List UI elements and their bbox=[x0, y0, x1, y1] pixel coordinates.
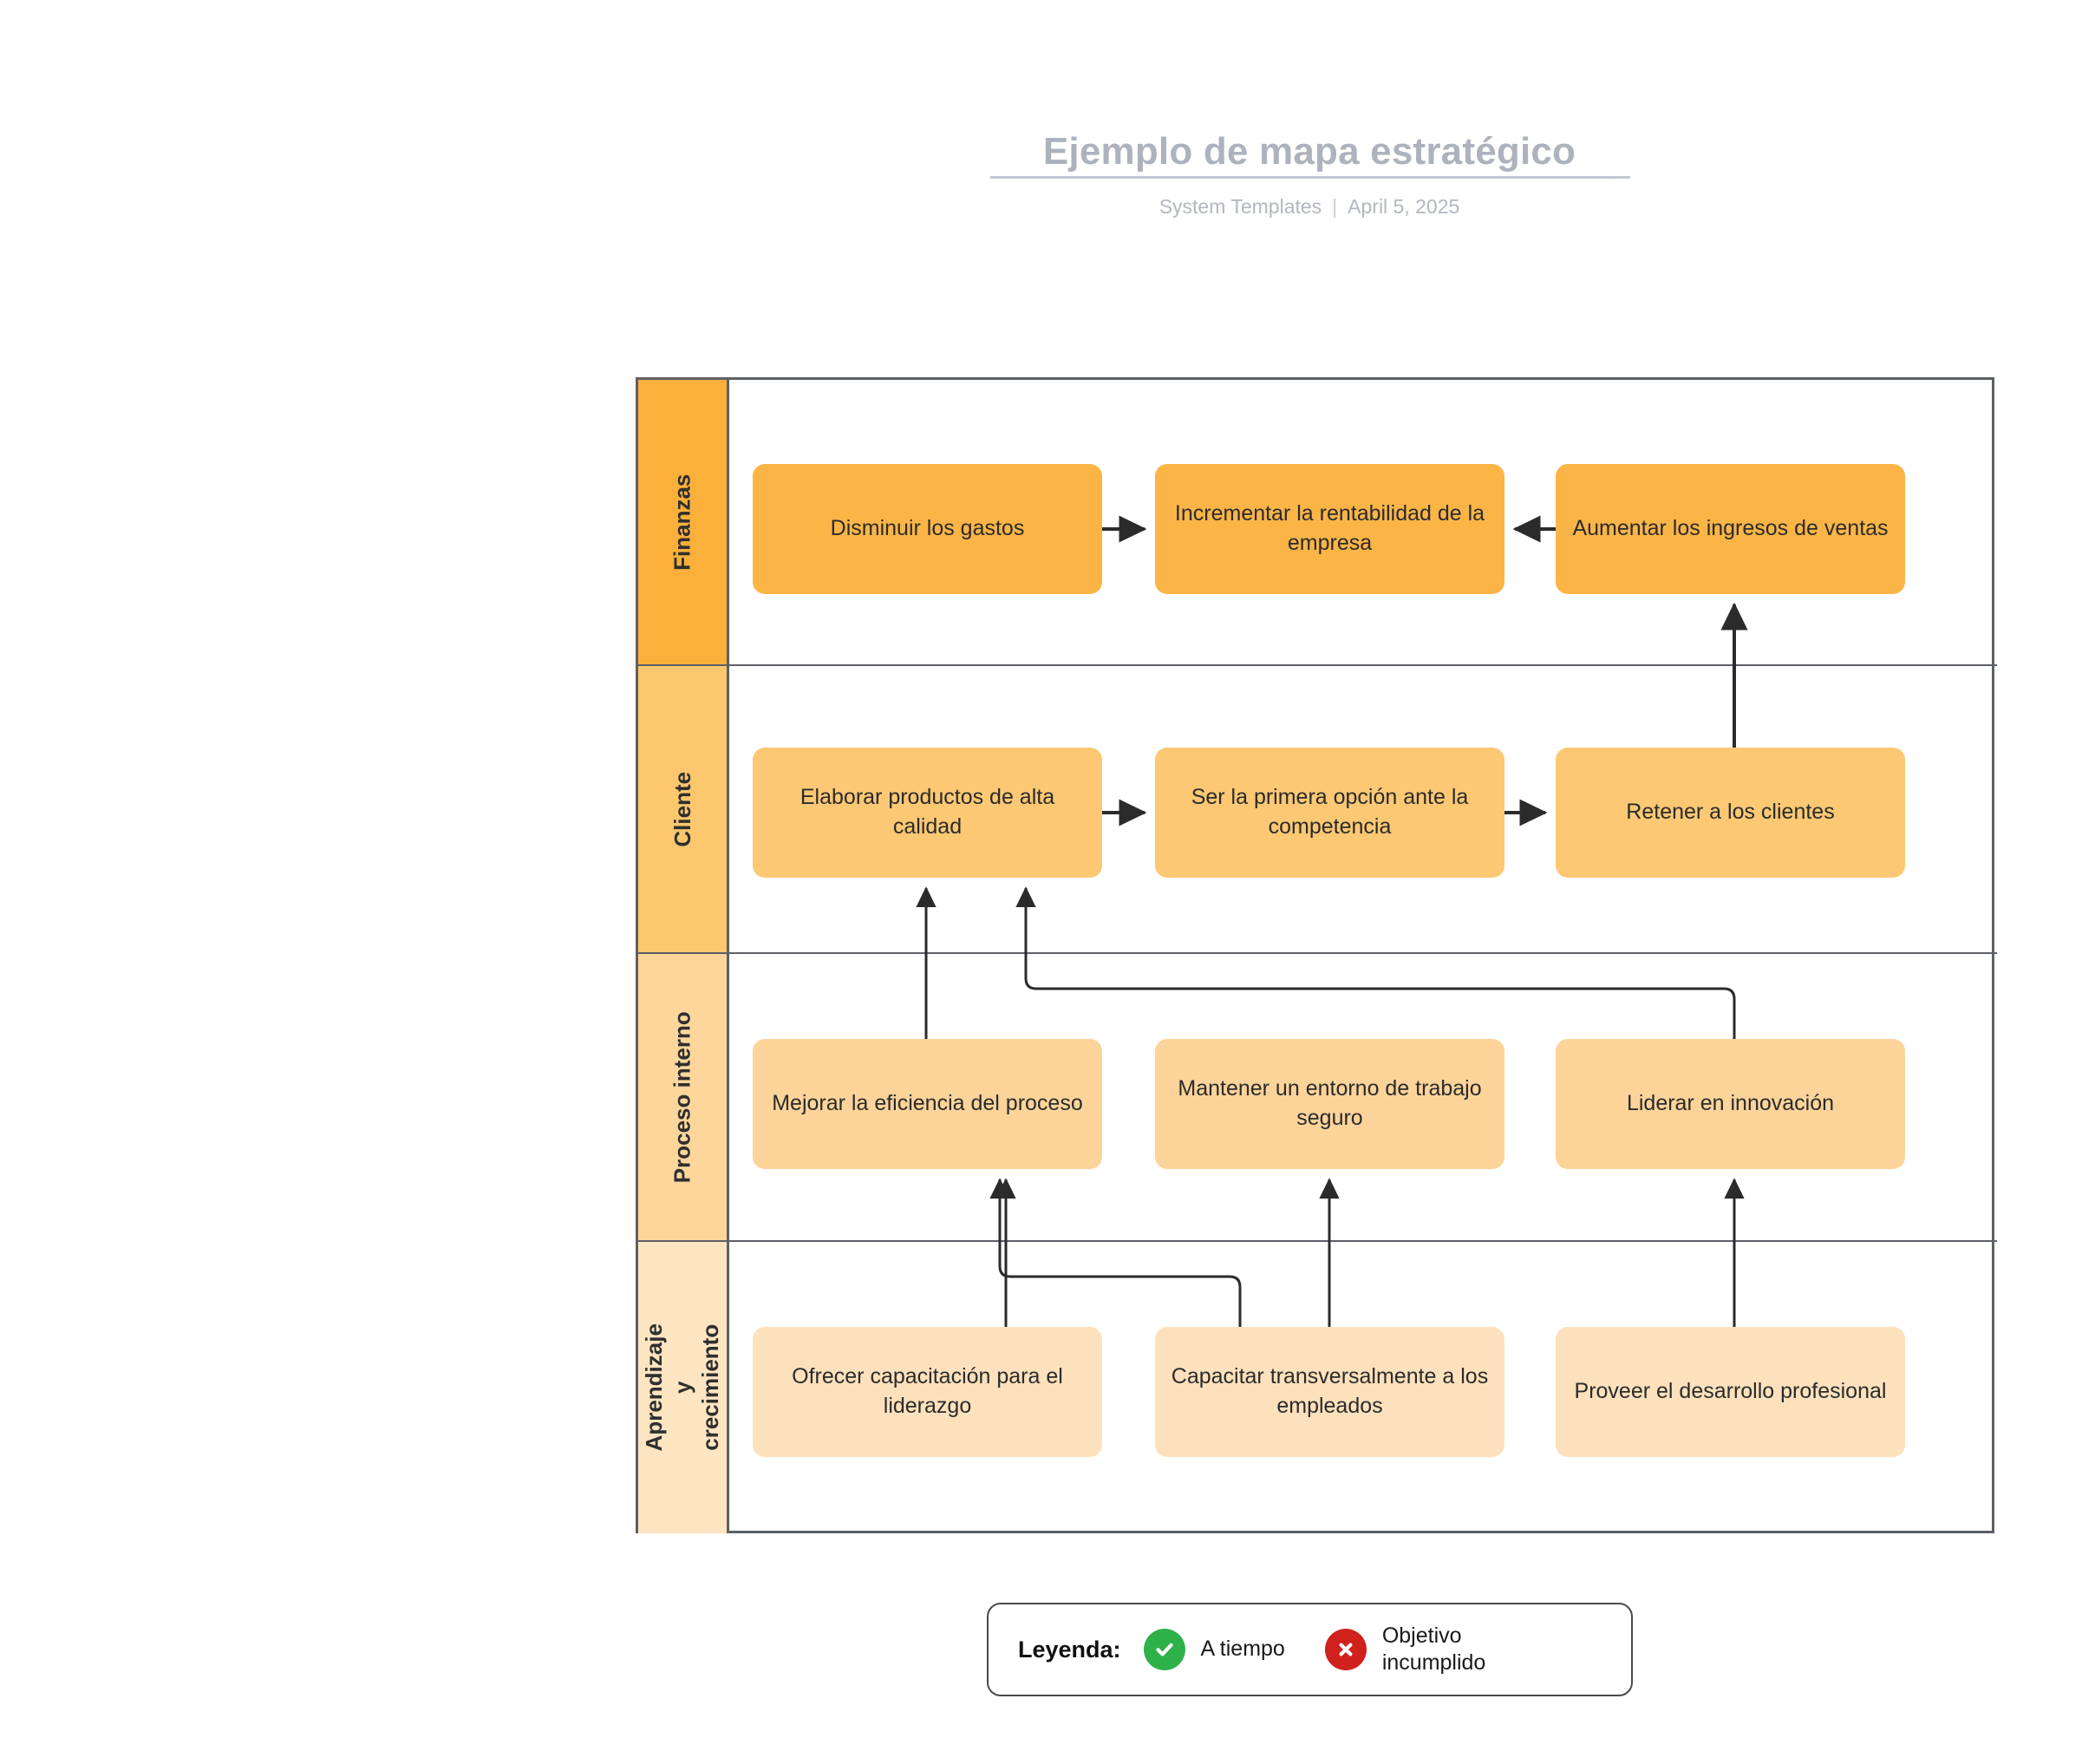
objective-box[interactable]: Mantener un entorno de trabajo seguro bbox=[1155, 1039, 1504, 1169]
subtitle-separator: | bbox=[1332, 195, 1338, 218]
objective-label: Proveer el desarrollo profesional bbox=[1574, 1379, 1887, 1404]
objective-label: Disminuir los gastos bbox=[830, 516, 1025, 541]
objective-box[interactable]: Incrementar la rentabilidad de la empres… bbox=[1155, 464, 1504, 594]
perspective-label-finanzas: Finanzas bbox=[669, 474, 695, 571]
objective-label: Liderar en innovación bbox=[1626, 1091, 1835, 1116]
check-circle-icon bbox=[1143, 1629, 1185, 1670]
legend-entry-on-time: A tiempo bbox=[1143, 1629, 1285, 1670]
row-divider-2 bbox=[638, 952, 1997, 954]
objective-box[interactable]: Ofrecer capacitación para el liderazgo bbox=[753, 1327, 1102, 1457]
objective-box[interactable]: Liderar en innovación bbox=[1556, 1039, 1905, 1169]
objective-label: Retener a los clientes bbox=[1626, 800, 1835, 825]
objective-label: Ofrecer capacitación para el liderazgo bbox=[792, 1364, 1063, 1418]
legend-panel: Leyenda: A tiempo Objetivo incumplido bbox=[987, 1603, 1633, 1696]
objective-label: Mantener un entorno de trabajo seguro bbox=[1178, 1076, 1482, 1130]
perspective-label-cliente: Cliente bbox=[669, 771, 695, 847]
date-label: April 5, 2025 bbox=[1348, 195, 1460, 218]
objective-label: Aumentar los ingresos de ventas bbox=[1572, 516, 1889, 541]
objective-label: Capacitar transversalmente a los emplead… bbox=[1171, 1364, 1489, 1418]
perspective-band-finanzas: Finanzas bbox=[638, 380, 729, 664]
objective-box[interactable]: Capacitar transversalmente a los emplead… bbox=[1155, 1327, 1504, 1457]
legend-label-on-time: A tiempo bbox=[1200, 1637, 1285, 1662]
perspective-band-aprendizaje-crecimiento: Aprendizaje y crecimiento bbox=[638, 1242, 729, 1533]
objective-box[interactable]: Disminuir los gastos bbox=[753, 464, 1102, 594]
objective-box[interactable]: Aumentar los ingresos de ventas bbox=[1556, 464, 1905, 594]
perspective-band-cliente: Cliente bbox=[638, 666, 729, 952]
objective-box[interactable]: Elaborar productos de alta calidad bbox=[753, 748, 1102, 878]
title-divider bbox=[990, 176, 1630, 179]
objective-box[interactable]: Retener a los clientes bbox=[1556, 748, 1905, 878]
legend-label-missed-target: Objetivo incumplido bbox=[1381, 1623, 1486, 1675]
strategy-map-matrix: Finanzas Cliente Proceso interno Aprendi… bbox=[636, 377, 1997, 1533]
objective-box[interactable]: Proveer el desarrollo profesional bbox=[1556, 1327, 1905, 1457]
row-divider-1 bbox=[638, 664, 1997, 666]
x-circle-icon bbox=[1324, 1629, 1367, 1670]
perspective-label-aprendizaje-crecimiento: Aprendizaje y crecimiento bbox=[641, 1323, 724, 1452]
legend-entry-missed-target: Objetivo incumplido bbox=[1324, 1623, 1547, 1677]
author-label: System Templates bbox=[1158, 195, 1322, 218]
objective-box[interactable]: Mejorar la eficiencia del proceso bbox=[753, 1039, 1102, 1169]
objective-box[interactable]: Ser la primera opción ante la competenci… bbox=[1155, 748, 1504, 878]
perspective-label-proceso-interno: Proceso interno bbox=[669, 1011, 695, 1183]
legend-title: Leyenda: bbox=[1018, 1636, 1121, 1663]
page-title: Ejemplo de mapa estratégico bbox=[1042, 130, 1576, 173]
row-divider-3 bbox=[638, 1240, 1997, 1242]
document-subtitle: System Templates | April 5, 2025 bbox=[989, 195, 1630, 219]
perspective-band-proceso-interno: Proceso interno bbox=[638, 954, 729, 1240]
objective-label: Ser la primera opción ante la competenci… bbox=[1191, 785, 1469, 839]
objective-label: Incrementar la rentabilidad de la empres… bbox=[1174, 501, 1485, 555]
objective-label: Mejorar la eficiencia del proceso bbox=[772, 1091, 1083, 1116]
objective-label: Elaborar productos de alta calidad bbox=[800, 785, 1055, 839]
